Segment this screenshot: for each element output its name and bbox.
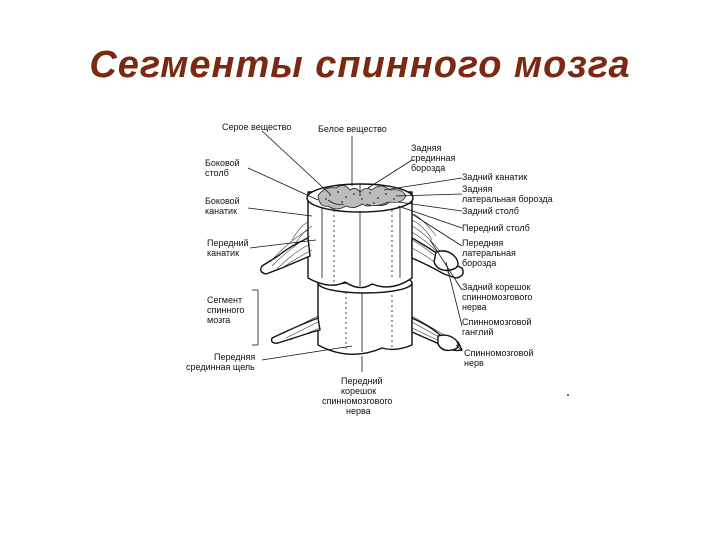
label-posterior-root: Задний корешок спинномозгового нерва bbox=[462, 282, 535, 312]
label-anterior-funiculus: Передний канатик bbox=[207, 238, 251, 258]
label-anterior-median-fissure: Передняя срединная щель bbox=[186, 352, 258, 372]
label-segment: Сегмент спинного мозга bbox=[207, 295, 247, 325]
label-posterior-funiculus: Задний канатик bbox=[462, 172, 527, 182]
label-gray-matter: Серое вещество bbox=[222, 122, 291, 132]
label-anterior-root: Передний корешок спинномозгового нерва bbox=[322, 376, 395, 416]
label-spinal-ganglion: Спинномозговой ганглий bbox=[462, 317, 534, 337]
label-lateral-funiculus: Боковой канатик bbox=[205, 196, 242, 216]
label-anterior-lateral-sulcus: Передняя латеральная борозда bbox=[462, 238, 518, 268]
stray-dot bbox=[567, 394, 569, 396]
label-anterior-horn: Передний столб bbox=[462, 223, 530, 233]
label-white-matter: Белое вещество bbox=[318, 124, 387, 134]
label-spinal-nerve: Спинномозговой нерв bbox=[464, 348, 536, 368]
label-posterior-horn: Задний столб bbox=[462, 206, 519, 216]
label-posterior-lateral-sulcus: Задняя латеральная борозда bbox=[462, 184, 553, 204]
spinal-cord-illustration bbox=[261, 184, 463, 354]
label-posterior-median-sulcus: Задняя срединная борозда bbox=[411, 143, 458, 173]
label-lateral-horn: Боковой столб bbox=[205, 158, 242, 178]
